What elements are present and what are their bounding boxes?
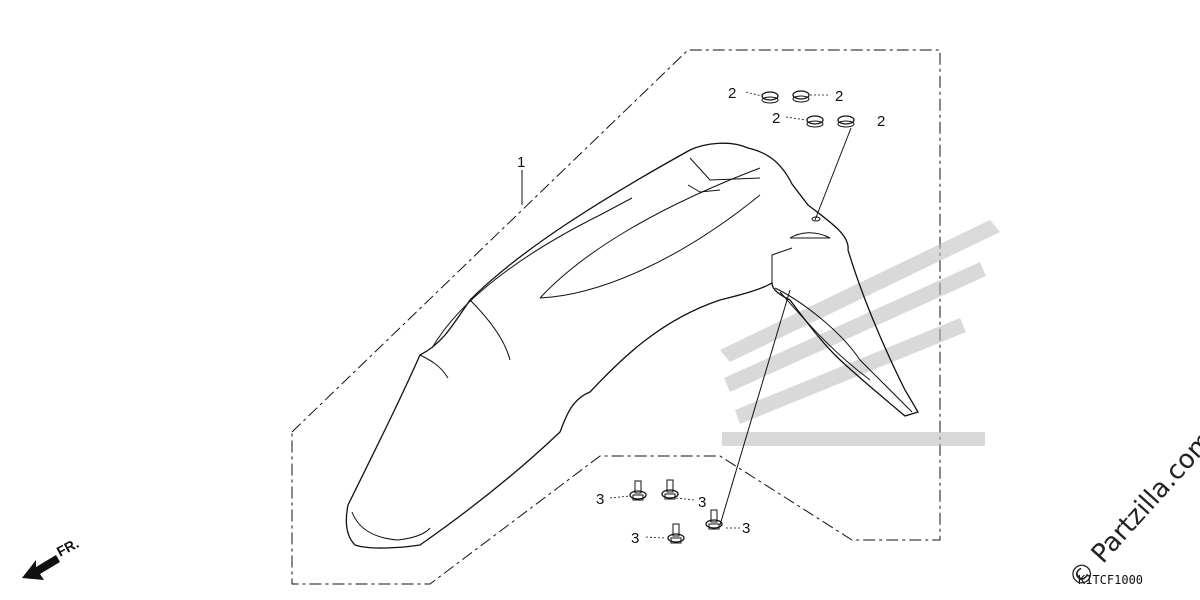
direction-label: FR. bbox=[54, 535, 81, 560]
front-direction-arrow: FR. bbox=[22, 535, 81, 580]
callout-fender: 1 bbox=[517, 154, 525, 171]
callout-clip-4: 2 bbox=[877, 113, 885, 130]
callout-bolt-2: 3 bbox=[698, 494, 706, 511]
clip-nut-1 bbox=[761, 91, 779, 104]
watermark-text: © Partzilla.com bbox=[1063, 426, 1200, 595]
front-fender bbox=[345, 142, 919, 549]
leader-lines bbox=[521, 91, 852, 539]
halftone-watermark bbox=[720, 220, 1000, 446]
flange-bolt-2 bbox=[661, 479, 679, 500]
callout-bolt-1: 3 bbox=[596, 491, 604, 508]
callout-clip-3: 2 bbox=[772, 110, 780, 127]
clip-nut-3 bbox=[806, 115, 824, 128]
clip-nut-4 bbox=[837, 115, 855, 128]
assembly-boundary bbox=[291, 49, 941, 585]
diagram-code: K1TCF1000 bbox=[1078, 573, 1143, 587]
callout-bolt-4: 3 bbox=[742, 520, 750, 537]
flange-bolt-3 bbox=[667, 523, 685, 544]
callout-clip-2: 2 bbox=[835, 88, 843, 105]
callout-clip-1: 2 bbox=[728, 85, 736, 102]
clip-nut-2 bbox=[792, 90, 810, 103]
flange-bolt-1 bbox=[629, 480, 647, 501]
callout-bolt-3: 3 bbox=[631, 530, 639, 547]
flange-bolt-4 bbox=[705, 509, 723, 530]
